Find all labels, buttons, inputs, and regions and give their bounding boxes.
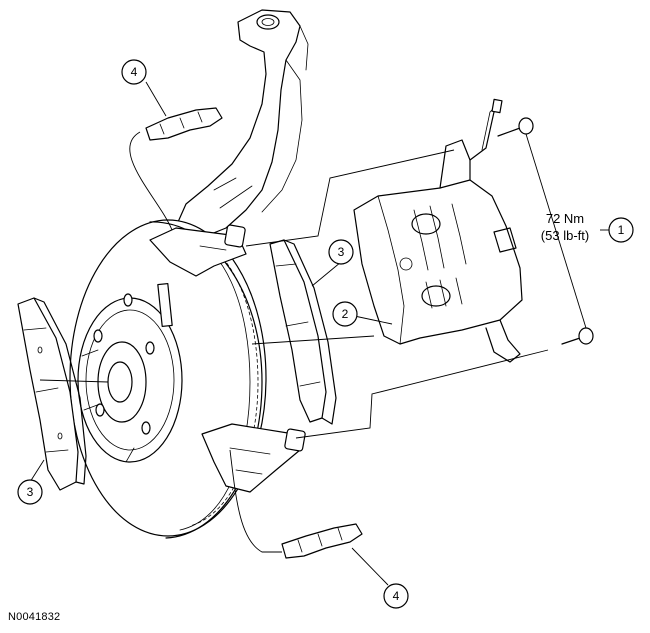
svg-text:3: 3 xyxy=(338,245,345,259)
callout-3-upper: 3 xyxy=(328,239,354,265)
callout-1: 1 xyxy=(608,217,634,243)
torque-metric: 72 Nm xyxy=(545,211,585,226)
callout-leaders xyxy=(29,81,609,586)
caliper-bolts xyxy=(497,117,594,345)
svg-text:1: 1 xyxy=(618,223,625,237)
svg-text:4: 4 xyxy=(393,589,400,603)
brake-caliper xyxy=(353,98,523,363)
callout-3-lower: 3 xyxy=(17,479,43,505)
outer-brake-pad xyxy=(17,297,87,491)
assembly-lines xyxy=(39,131,587,553)
caliper-anchor-bracket xyxy=(149,224,306,493)
brake-rotor xyxy=(69,219,267,539)
svg-text:3: 3 xyxy=(27,485,34,499)
figure-id: N0041832 xyxy=(8,611,61,623)
upper-anti-rattle-clip xyxy=(145,107,223,141)
svg-text:4: 4 xyxy=(131,65,138,79)
callout-4-lower: 4 xyxy=(383,583,409,609)
callout-2: 2 xyxy=(332,301,358,327)
inner-brake-pad xyxy=(269,239,337,425)
callout-4-upper: 4 xyxy=(121,59,147,85)
svg-text:2: 2 xyxy=(342,307,349,321)
lower-anti-rattle-clip xyxy=(281,523,363,559)
torque-imperial: (53 lb-ft) xyxy=(540,228,590,243)
torque-spec-label: 72 Nm (53 lb-ft) xyxy=(530,210,600,244)
